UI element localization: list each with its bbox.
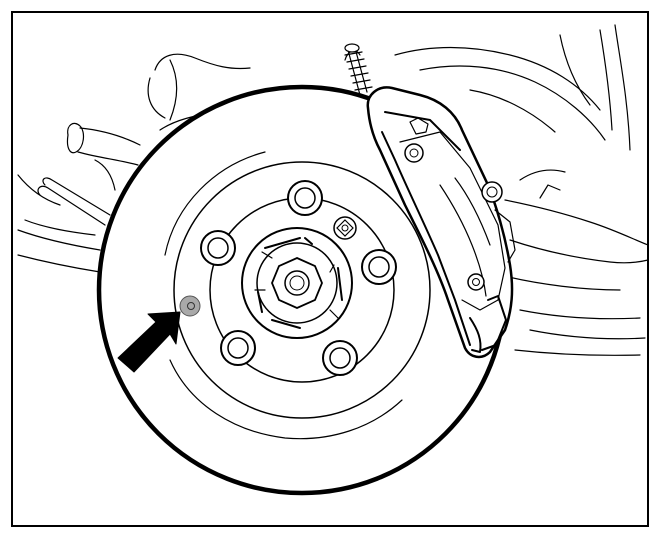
brake-hose bbox=[344, 43, 373, 96]
hub-clip-segments bbox=[257, 237, 343, 329]
callout-arrow bbox=[117, 311, 181, 373]
hub-flange bbox=[241, 227, 353, 339]
lug-stud bbox=[200, 230, 236, 266]
lug-stud bbox=[361, 249, 397, 285]
caliper-guide-bolt bbox=[404, 143, 424, 163]
arrow-icon bbox=[117, 311, 181, 373]
caliper-bracket bbox=[469, 295, 507, 353]
steering-knuckle-background bbox=[17, 53, 301, 273]
rotor-braking-surface-ring bbox=[173, 161, 431, 419]
rotor-locating-screw bbox=[333, 216, 357, 240]
lug-stud bbox=[220, 330, 256, 366]
brake-caliper bbox=[366, 86, 516, 359]
rotor-retaining-screw bbox=[179, 295, 201, 317]
caliper-guide-bolt bbox=[467, 273, 485, 291]
rotor-friction-ring-outer bbox=[164, 151, 266, 256]
bleeder-valve bbox=[481, 181, 503, 203]
lug-stud bbox=[287, 180, 323, 216]
lug-studs bbox=[200, 180, 397, 376]
lug-stud bbox=[322, 340, 358, 376]
hub-bore bbox=[256, 242, 338, 324]
suspension-background bbox=[344, 24, 649, 356]
axle-nut bbox=[271, 257, 323, 309]
axle-nut-center bbox=[284, 270, 310, 296]
